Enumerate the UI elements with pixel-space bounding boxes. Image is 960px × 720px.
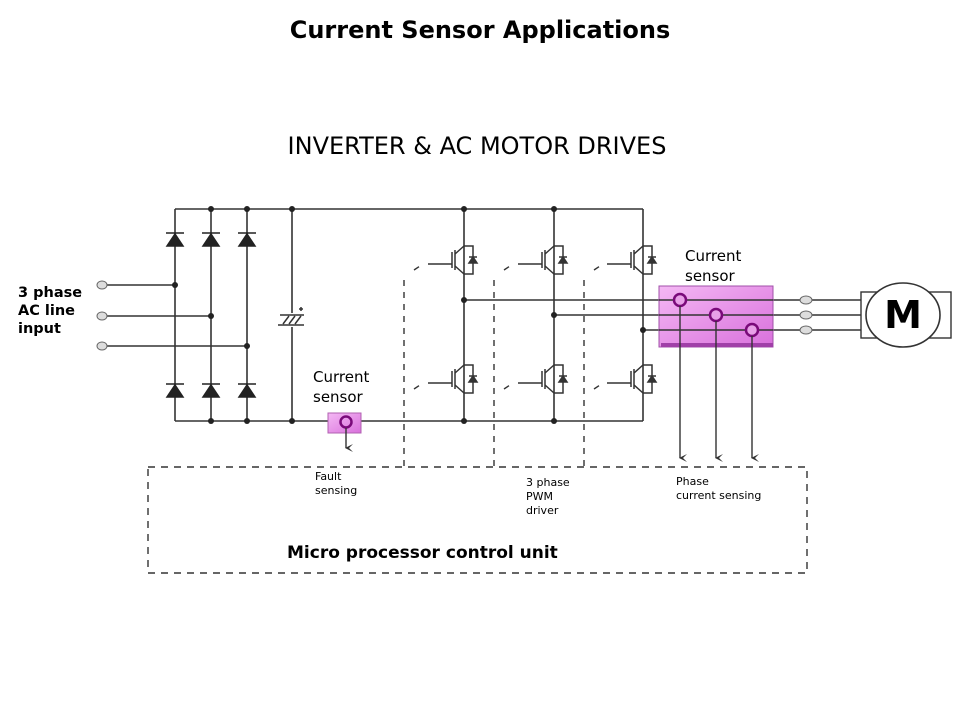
igbt-icon [428, 364, 479, 394]
terminal-icon [799, 295, 813, 305]
signal-label-line: current sensing [676, 489, 762, 502]
terminal-icon [96, 311, 108, 321]
terminal-icon [799, 310, 813, 320]
junction-dots [172, 206, 646, 424]
diode-icon [165, 232, 185, 247]
diode-icon [201, 232, 221, 247]
diode-icon [237, 232, 257, 247]
dc-link-capacitor-icon [278, 307, 304, 326]
motor-icon [860, 282, 952, 348]
sensor-label-line: sensor [313, 388, 363, 406]
pwm-driver-label: 3 phase PWM driver [526, 476, 570, 518]
terminal-icon [96, 280, 108, 290]
dc-link-sensor-label: Current sensor [313, 367, 369, 407]
igbt-icon [428, 245, 479, 275]
sensor-label-line: Current [685, 247, 742, 265]
diode-icon [201, 383, 221, 398]
ac-input-terminals [96, 280, 108, 351]
phase-current-sensing-label: Phase current sensing [676, 475, 761, 503]
control-unit-label: Micro processor control unit [287, 543, 558, 563]
sensor-ring-icon [708, 307, 724, 323]
sensor-ring-icon [744, 322, 760, 338]
sensor-label-line: Current [313, 368, 370, 386]
phase-sensor-label: Current sensor [685, 246, 741, 286]
terminal-icon [799, 325, 813, 335]
igbt-switches [428, 245, 658, 394]
ac-input-label-line: AC line [18, 303, 76, 319]
sensor-ring-icon [672, 292, 688, 308]
control-unit-box [147, 466, 808, 574]
gate-drive-links [403, 265, 601, 467]
signal-label-line: Fault [315, 470, 342, 483]
signal-label-line: sensing [315, 484, 358, 497]
signal-label-line: driver [526, 504, 559, 517]
slide-subtitle: INVERTER & AC MOTOR DRIVES [287, 132, 667, 160]
motor-label: M [884, 293, 922, 337]
igbt-icon [518, 245, 569, 275]
dc-link-current-sensor [327, 412, 362, 452]
ac-input-label-line: 3 phase [18, 285, 83, 301]
fault-sensing-label: Fault sensing [315, 470, 357, 498]
igbt-icon [607, 245, 658, 275]
ac-input-label-line: input [18, 321, 61, 337]
sensor-label-line: sensor [685, 267, 735, 285]
diode-icon [165, 383, 185, 398]
signal-label-line: PWM [526, 490, 554, 503]
sensor-ring-icon [339, 415, 353, 429]
terminal-icon [96, 341, 108, 351]
rectifier-diodes [165, 232, 257, 398]
phase-current-sensor [658, 285, 774, 462]
signal-label-line: 3 phase [526, 476, 570, 489]
slide-title: Current Sensor Applications [289, 16, 671, 44]
signal-label-line: Phase [676, 475, 709, 488]
igbt-icon [518, 364, 569, 394]
ac-input-label: 3 phase AC line input [18, 284, 82, 338]
igbt-icon [607, 364, 658, 394]
diode-icon [237, 383, 257, 398]
motor-terminals [799, 295, 813, 335]
